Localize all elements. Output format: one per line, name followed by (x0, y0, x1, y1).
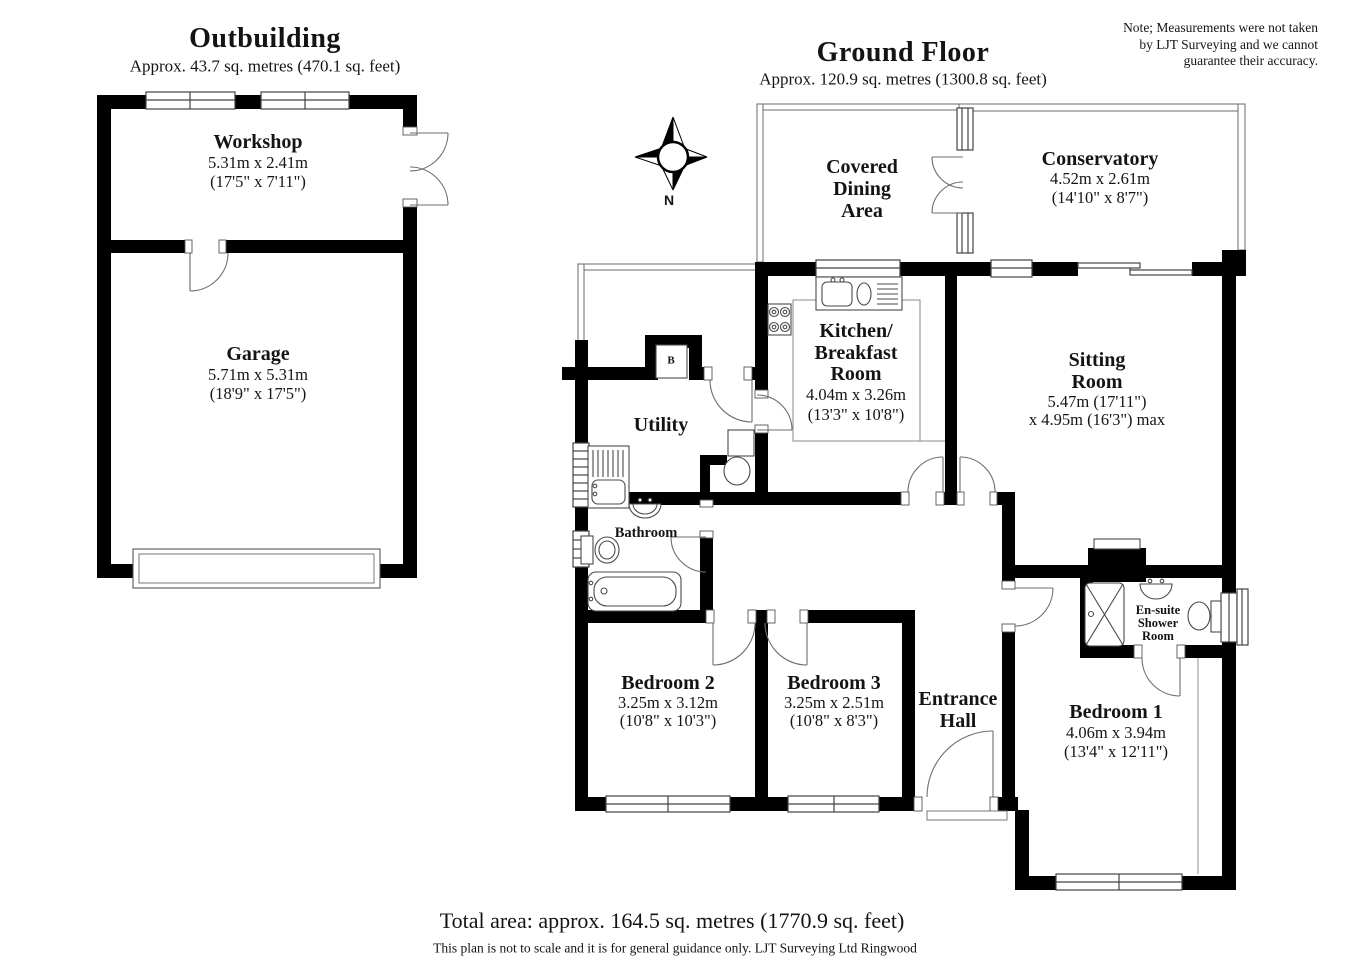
toilet-fixture (1187, 600, 1222, 633)
sitting-room-dim: x 4.95m (16'3") max (1028, 409, 1166, 429)
door-arc (756, 394, 793, 431)
bedroom1-dim-imperial: (13'4" x 12'11") (1063, 741, 1169, 761)
sitting-room-label: Room (1071, 371, 1123, 393)
garage-dim-metric: 5.71m x 5.31m (208, 364, 308, 384)
window-frame (956, 107, 974, 151)
window (990, 259, 1033, 278)
kitchen-label: Kitchen/ (819, 320, 893, 342)
bedroom1-dim-metric: 4.06m x 3.94m (1066, 722, 1166, 742)
conservatory-label: Conservatory (1041, 148, 1159, 170)
ground-floor-area: Approx. 120.9 sq. metres (1300.8 sq. fee… (759, 69, 1047, 89)
ground-floor-title: Ground Floor (816, 37, 990, 68)
bath-fixture (587, 571, 682, 612)
workshop-dim-imperial: (17'5" x 7'11") (210, 171, 306, 191)
kitchen-label: Breakfast (814, 342, 898, 364)
door-arc (1014, 587, 1054, 627)
workshop-dim-metric: 5.31m x 2.41m (208, 152, 308, 172)
door-arc (931, 156, 964, 214)
conservatory-dim-metric: 4.52m x 2.61m (1050, 168, 1150, 188)
door-arc (670, 536, 707, 573)
bedroom3-label: Bedroom 3 (787, 672, 881, 694)
door-arc (1141, 657, 1181, 697)
covered-dining-label: Area (841, 200, 883, 222)
window (260, 91, 350, 110)
note-line: Note; Measurements were not taken (1123, 20, 1318, 35)
window-obscured (1220, 588, 1249, 646)
stove-fixture (767, 303, 792, 336)
entrance-hall-label: Hall (939, 710, 977, 732)
garage-dim-imperial: (18'9" x 17'5") (209, 383, 307, 403)
kitchen-dim-metric: 4.04m x 3.26m (806, 384, 906, 404)
shower-fixture (1084, 582, 1125, 647)
basin-fixture (628, 497, 662, 519)
sitting-room-label: Sitting (1068, 349, 1126, 371)
boiler-label: B (667, 354, 675, 367)
hearth (1093, 538, 1141, 550)
window (1055, 873, 1183, 891)
door-arc (189, 252, 229, 292)
compass-rose-icon (634, 116, 708, 191)
basin-fixture (1139, 578, 1173, 600)
door-arc (712, 622, 756, 666)
workshop-label: Workshop (213, 131, 303, 153)
ensuite-label: Shower (1137, 615, 1179, 630)
ensuite-label: Room (1142, 628, 1174, 643)
entrance-hall-label: Entrance (918, 688, 998, 710)
window-obscured (572, 442, 590, 508)
window (145, 91, 236, 110)
window (605, 795, 731, 813)
covered-dining-label: Covered (826, 156, 898, 178)
surveyor-note: Note; Measurements were not taken by LJT… (1123, 20, 1318, 70)
outbuilding-area: Approx. 43.7 sq. metres (470.1 sq. feet) (129, 56, 401, 76)
conservatory-dim-imperial: (14'10" x 8'7") (1051, 187, 1149, 207)
garage-label: Garage (226, 343, 290, 365)
toilet-fixture (580, 535, 620, 565)
door-arc (709, 379, 753, 423)
bathroom-label: Bathroom (614, 524, 678, 541)
kitchen-dim-imperial: (13'3" x 10'8") (807, 404, 905, 424)
kitchen-sink-fixture (815, 276, 903, 311)
bedroom2-label: Bedroom 2 (621, 672, 715, 694)
bedroom3-dim-metric: 3.25m x 2.51m (784, 692, 884, 712)
porch-step (926, 810, 1008, 821)
door-arc (409, 132, 449, 206)
utility-label: Utility (633, 414, 689, 436)
disclaimer-text: This plan is not to scale and it is for … (433, 940, 917, 956)
window-frame (956, 212, 974, 254)
bedroom1-label: Bedroom 1 (1069, 701, 1163, 723)
doors (189, 132, 1181, 798)
sitting-room-dim: 5.47m (17'11") (1047, 391, 1147, 411)
ensuite-label: En-suite (1135, 602, 1181, 617)
outbuilding-title: Outbuilding (189, 23, 341, 54)
thin-walls (577, 103, 1246, 368)
sliding-door (1077, 262, 1193, 276)
fixtures (580, 276, 1222, 874)
door-arc (907, 456, 944, 493)
windows (145, 91, 1249, 891)
door-jambs (184, 126, 1186, 812)
bedroom2-dim-metric: 3.25m x 3.12m (618, 692, 718, 712)
note-line: guarantee their accuracy. (1183, 53, 1318, 68)
toilet-fixture (723, 429, 755, 486)
garage-door (132, 548, 381, 589)
door-arc (959, 456, 996, 493)
boiler-box (655, 344, 688, 379)
bedroom3-dim-imperial: (10'8" x 8'3") (789, 710, 879, 730)
bedroom2-dim-imperial: (10'8" x 10'3") (619, 710, 717, 730)
note-line: by LJT Surveying and we cannot (1139, 36, 1318, 52)
kitchen-label: Room (830, 363, 882, 385)
total-area-text: Total area: approx. 164.5 sq. metres (17… (439, 908, 905, 933)
window (787, 795, 880, 813)
window (815, 259, 901, 278)
door-arc (926, 730, 994, 798)
covered-dining-label: Dining (833, 178, 891, 200)
utility-sink-fixture (587, 445, 630, 509)
walls (97, 95, 1246, 890)
door-arc (764, 622, 808, 666)
compass-north-label: N (663, 192, 675, 208)
